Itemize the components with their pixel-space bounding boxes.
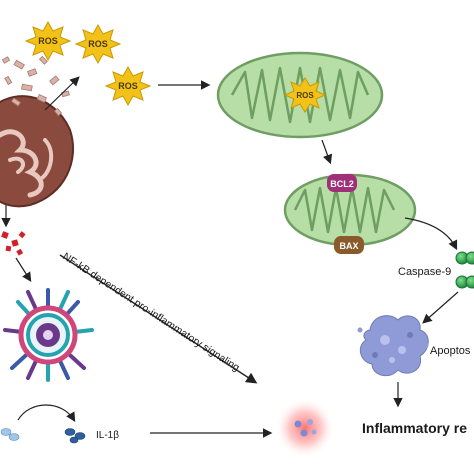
il1b-particles bbox=[64, 428, 86, 444]
ros-label: ROS bbox=[296, 91, 314, 100]
mito-to-bcl2-arrow bbox=[321, 139, 333, 165]
apoptotic-cell bbox=[357, 315, 429, 377]
nlrp3-inflammasome bbox=[3, 288, 94, 382]
inflammation-glow bbox=[275, 398, 335, 458]
caspase-to-apoptosis-arrow bbox=[422, 291, 459, 324]
nfkb-signaling-label: NF-kB dependent pro-inflammatory signali… bbox=[60, 250, 241, 374]
ros-star-1: ROS bbox=[24, 20, 72, 62]
ros-label: ROS bbox=[118, 81, 138, 91]
bax-badge: BAX bbox=[334, 236, 364, 254]
caspase-9-label: Caspase-9 bbox=[398, 266, 451, 278]
il1b-label: IL-1β bbox=[96, 430, 119, 441]
mito-to-caspase-arrow bbox=[404, 217, 458, 251]
mitochondrion-with-ros: ROS bbox=[216, 51, 384, 139]
bax-label: BAX bbox=[339, 241, 358, 251]
damaged-mitochondrion bbox=[0, 95, 75, 208]
damp-particles bbox=[1, 231, 26, 256]
il1b-conversion-arrow bbox=[17, 404, 76, 423]
bcl2-label: BCL2 bbox=[330, 179, 354, 189]
ros-label: ROS bbox=[38, 36, 58, 46]
apoptosis-label: Apoptos bbox=[430, 345, 471, 357]
ros-star-3: ROS bbox=[104, 65, 152, 107]
ros-star-2: ROS bbox=[74, 23, 122, 65]
caspase-9-icon bbox=[455, 251, 474, 289]
damp-to-inflammasome-arrow bbox=[15, 257, 32, 283]
pro-il1b-particles bbox=[0, 428, 20, 441]
debris-to-ros-arrow bbox=[44, 76, 80, 111]
bcl2-badge: BCL2 bbox=[327, 174, 357, 192]
inflammatory-response-label: Inflammatory re bbox=[362, 420, 467, 436]
nfkb-signaling-arrow bbox=[59, 254, 258, 384]
ros-label: ROS bbox=[88, 39, 108, 49]
